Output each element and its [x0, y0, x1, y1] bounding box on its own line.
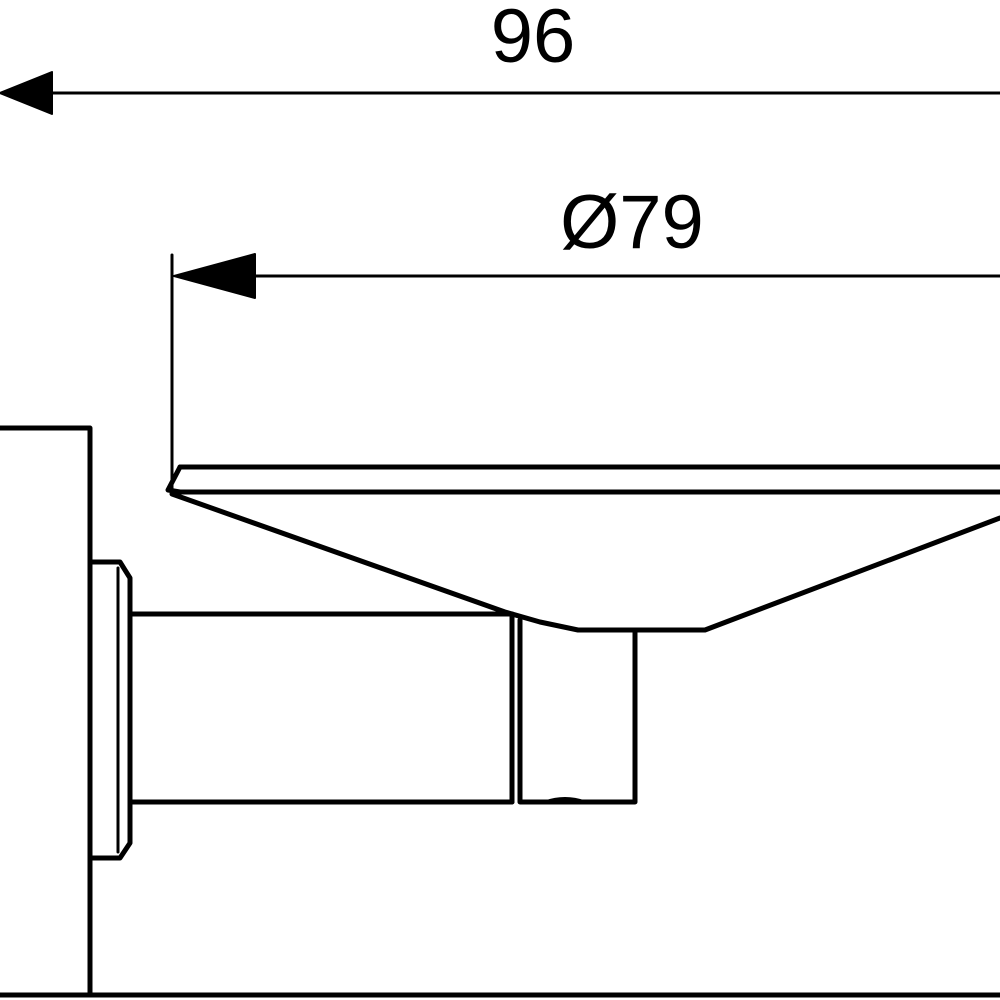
wall-plate-outline: [0, 425, 93, 998]
dimension-label-96: 96: [491, 0, 576, 79]
soap-dish: [165, 464, 1000, 633]
dish-connector: [517, 617, 638, 805]
arrowhead-left-79: [173, 253, 256, 299]
connector-outline: [517, 617, 638, 805]
dish-bowl-profile: [169, 491, 1000, 633]
wall-plate: [0, 425, 93, 998]
dish-left-rim-edge: [165, 464, 183, 495]
connector-bottom-bump: [543, 797, 587, 804]
holder-arm: [127, 611, 515, 805]
arrowhead-left-96: [0, 71, 53, 115]
dimension-overall-width: 96: [0, 0, 1000, 115]
rosette-flange: [87, 559, 133, 861]
dimension-label-79: Ø79: [560, 180, 704, 265]
rosette-outline: [87, 559, 133, 861]
dimension-dish-diameter: Ø79: [170, 180, 1000, 492]
